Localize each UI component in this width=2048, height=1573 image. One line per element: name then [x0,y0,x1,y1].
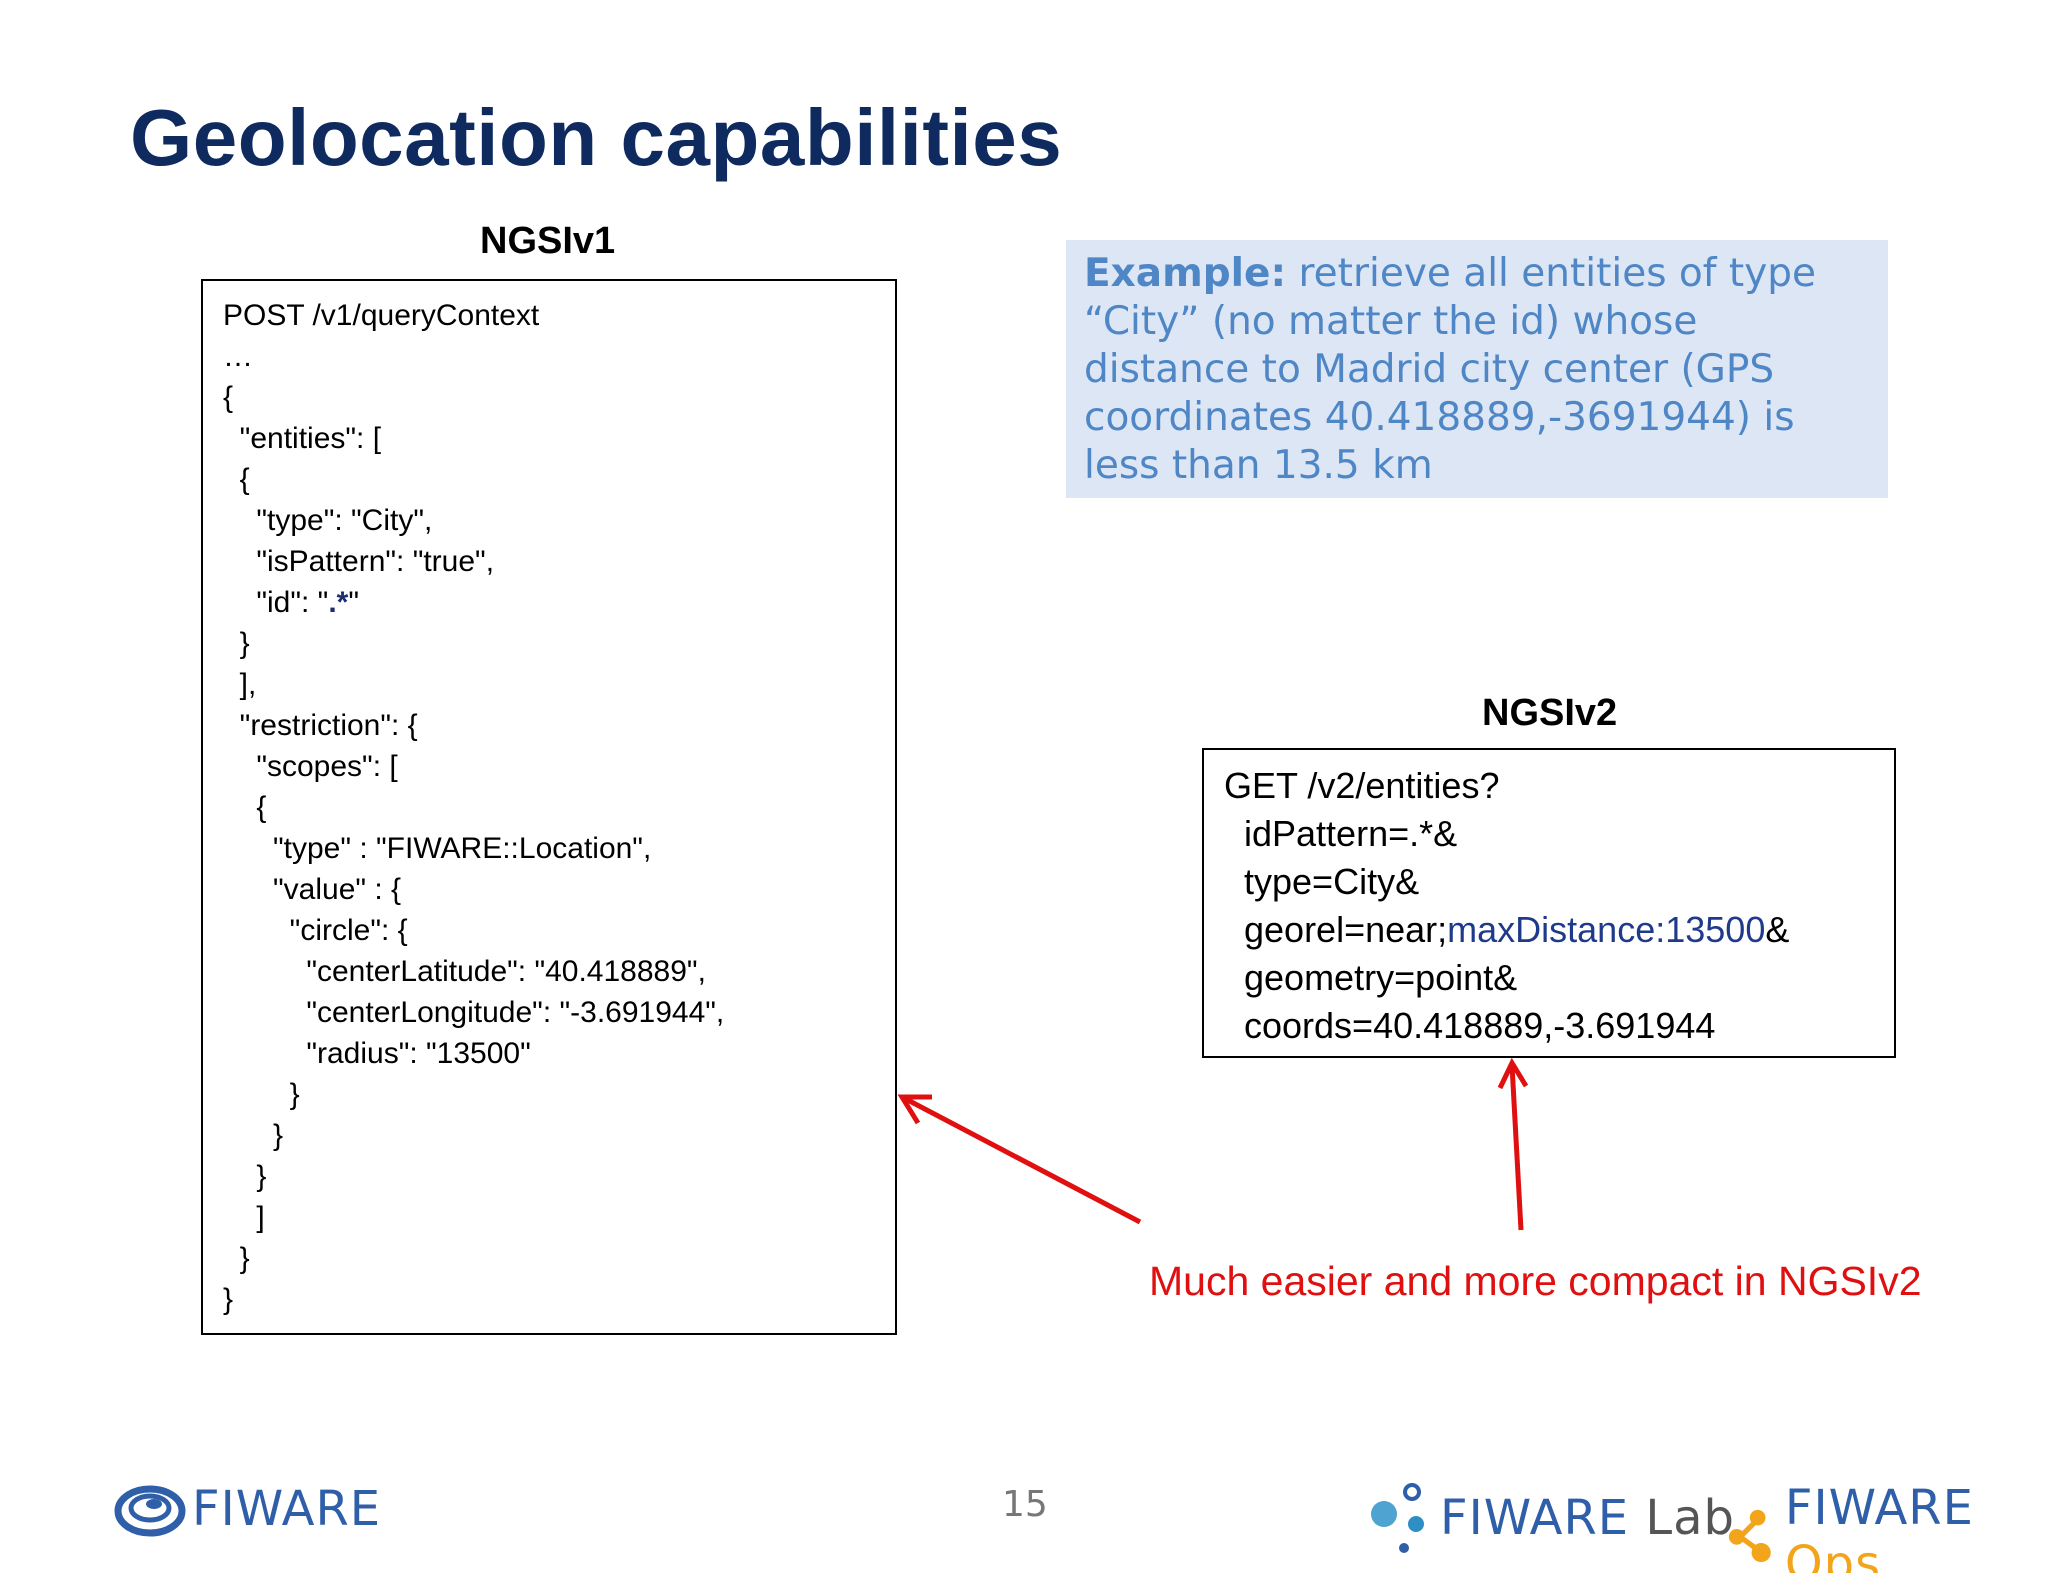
code-line: "centerLongitude": "-3.691944", [223,996,725,1029]
fiware-swirl-icon [114,1485,186,1537]
fiware-ops-nodes-icon [1728,1509,1771,1563]
code-line: { [223,791,267,824]
code-line: idPattern=.*& [1224,813,1458,854]
code-line: GET /v2/entities? [1224,765,1500,806]
code-line: ], [223,668,257,701]
code-line: coords=40.418889,-3.691944 [1224,1005,1716,1046]
code-line: { [223,381,234,414]
code-line: "centerLatitude": "40.418889", [223,955,706,988]
code-line: { [223,463,250,496]
comparison-note: Much easier and more compact in NGSIv2 [1149,1258,1922,1304]
code-line: "type" : "FIWARE::Location", [223,832,652,865]
code-line: } [223,1160,267,1193]
fiware-ops-brand: FIWARE [1784,1480,1974,1536]
code-line: } [223,1078,300,1111]
fiware-lab-logo-text: FIWARE Lab [1440,1490,1735,1546]
example-text: retrieve all entities of type [1286,251,1817,296]
example-line: less than 13.5 km [1084,443,1433,488]
code-line: "value" : { [223,873,402,906]
georel-suffix: & [1765,909,1790,950]
ngsiv1-code-box: POST /v1/queryContext … { "entities": [ … [201,279,897,1335]
arrow-to-ngsiv2 [1497,1057,1529,1231]
example-lead: Example: [1084,251,1287,296]
code-line: } [223,627,250,660]
code-line-id-key: "id": " [223,586,329,619]
fiware-logo-text: FIWARE [192,1481,382,1537]
example-callout: Example: retrieve all entities of type “… [1066,240,1888,498]
fiware-lab-brand: FIWARE [1440,1490,1630,1546]
fiware-lab-logo: FIWARE Lab [1368,1480,1735,1556]
code-line: } [223,1119,284,1152]
code-line-id-close: " [348,586,359,619]
code-line: "scopes": [ [223,750,398,783]
fiware-lab-suffix: Lab [1645,1490,1736,1546]
example-line-1: Example: retrieve all entities of type [1084,250,1870,298]
example-line: “City” (no matter the id) whose [1084,299,1698,344]
code-line: } [223,1242,250,1275]
code-line: … [223,340,253,373]
fiware-ops-logo: FIWARE Ops [1728,1480,2048,1573]
fiware-ops-suffix: Ops [1784,1536,1882,1573]
code-line: type=City& [1224,861,1420,902]
code-line: ] [223,1201,265,1234]
code-line: POST /v1/queryContext [223,299,540,332]
id-pattern-highlight: .* [328,586,349,619]
ngsiv2-heading: NGSIv2 [1482,692,1618,734]
code-line: } [223,1283,234,1316]
max-distance-highlight: maxDistance:13500 [1447,909,1766,950]
code-line-id: "id": ".*" [223,582,895,623]
code-line: "entities": [ [223,422,382,455]
slide-title: Geolocation capabilities [130,93,1063,182]
code-line: geometry=point& [1224,957,1518,998]
code-line: "restriction": { [223,709,418,742]
arrow-to-ngsiv1 [897,1094,1142,1225]
georel-text: georel=near; [1224,909,1448,950]
code-line-georel: georel=near;maxDistance:13500& [1224,906,1894,954]
code-line: "circle": { [223,914,408,947]
fiware-lab-dots-icon [1371,1483,1424,1553]
example-line: distance to Madrid city center (GPS [1084,347,1775,392]
fiware-logo: FIWARE [114,1478,381,1540]
code-line: "isPattern": "true", [223,545,495,578]
fiware-ops-logo-text: FIWARE Ops [1785,1480,2048,1573]
ngsiv2-code-box: GET /v2/entities? idPattern=.*& type=Cit… [1202,748,1896,1058]
ngsiv1-heading: NGSIv1 [480,220,616,262]
code-line: "radius": "13500" [223,1037,531,1070]
page-number: 15 [1002,1484,1048,1525]
code-line: "type": "City", [223,504,433,537]
example-line: coordinates 40.418889,-3691944) is [1084,395,1795,440]
